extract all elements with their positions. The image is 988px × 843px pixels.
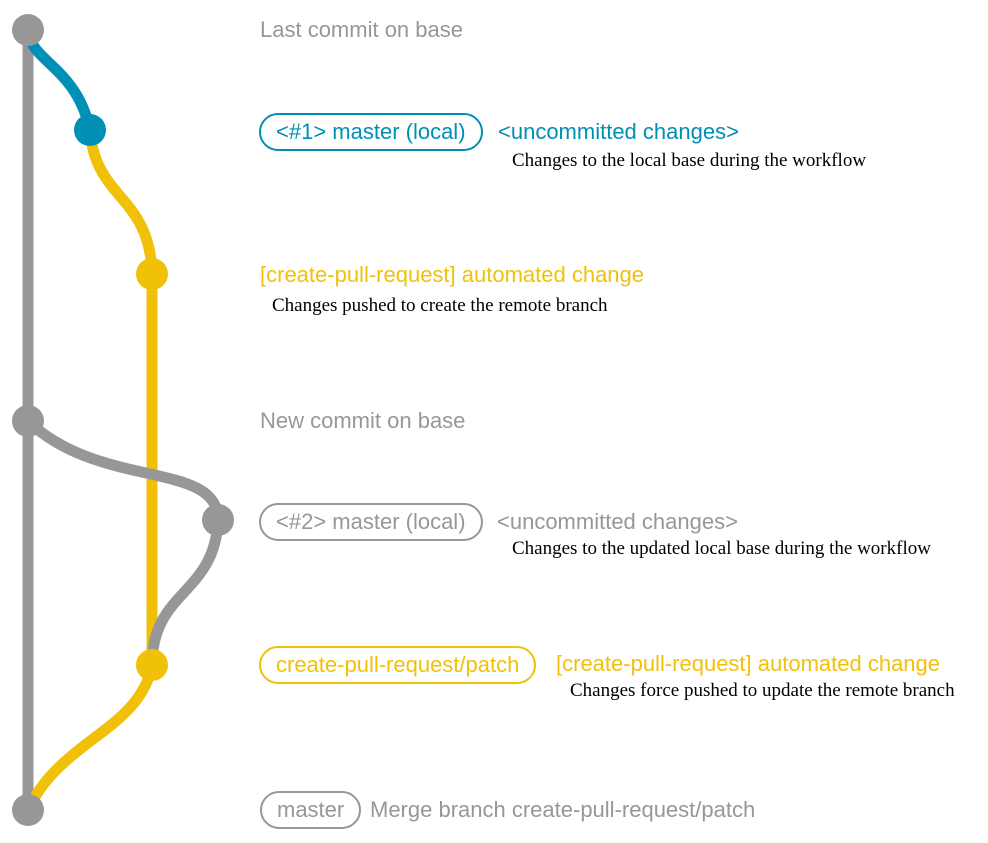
branch-badge-create-pull-request-patch: create-pull-request/patch <box>259 646 537 684</box>
commit-note-uncommitted-2: Changes to the updated local base during… <box>512 538 931 559</box>
commit-node-local-1 <box>74 114 106 146</box>
remote-merge-path <box>22 659 158 816</box>
commit-message-last-base: Last commit on base <box>260 17 463 42</box>
commit-message-new-base: New commit on base <box>260 408 466 433</box>
commit-node-last-base <box>12 14 44 46</box>
commit-node-new-base <box>12 405 44 437</box>
commit-node-remote-1 <box>136 258 168 290</box>
commit-message-merge: Merge branch create-pull-request/patch <box>370 797 756 822</box>
remote-branch-path <box>84 124 158 671</box>
commit-note-uncommitted-1: Changes to the local base during the wor… <box>512 150 867 171</box>
commit-note-automated-2: Changes force pushed to update the remot… <box>570 680 955 701</box>
branch-badge-master: master <box>260 791 362 829</box>
commit-message-uncommitted-1: <uncommitted changes> <box>498 119 739 144</box>
commit-node-local-2 <box>202 504 234 536</box>
base-rebase-path <box>22 415 224 671</box>
branch-badge-master-local-2: <#2> master (local) <box>259 503 483 541</box>
commit-node-merge <box>12 794 44 826</box>
commit-message-automated-2: [create-pull-request] automated change <box>556 651 941 676</box>
commit-node-remote-2 <box>136 649 168 681</box>
commit-note-automated-1: Changes pushed to create the remote bran… <box>272 295 608 316</box>
local-branch-path-1 <box>22 24 96 136</box>
commit-message-uncommitted-2: <uncommitted changes> <box>497 509 738 534</box>
branch-badge-master-local-1: <#1> master (local) <box>259 113 483 151</box>
commit-message-automated-1: [create-pull-request] automated change <box>260 262 645 287</box>
